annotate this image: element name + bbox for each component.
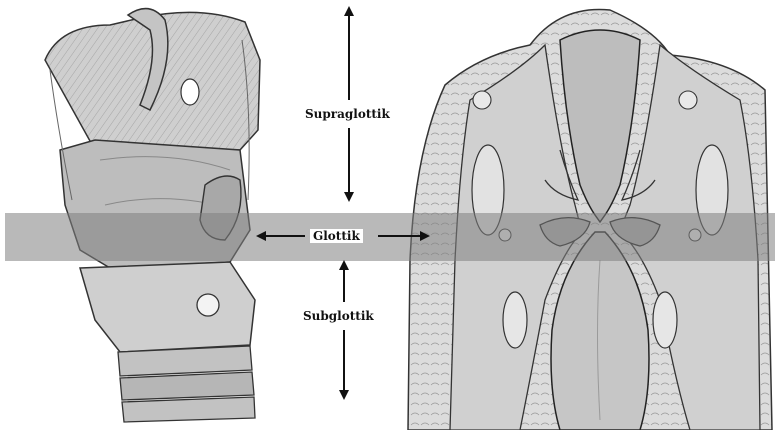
supraglottic-label: Supraglottik (302, 107, 393, 121)
glottic-label: Glottik (310, 229, 363, 243)
subglottic-label: Subglottik (300, 309, 377, 323)
region-arrows (258, 8, 428, 398)
